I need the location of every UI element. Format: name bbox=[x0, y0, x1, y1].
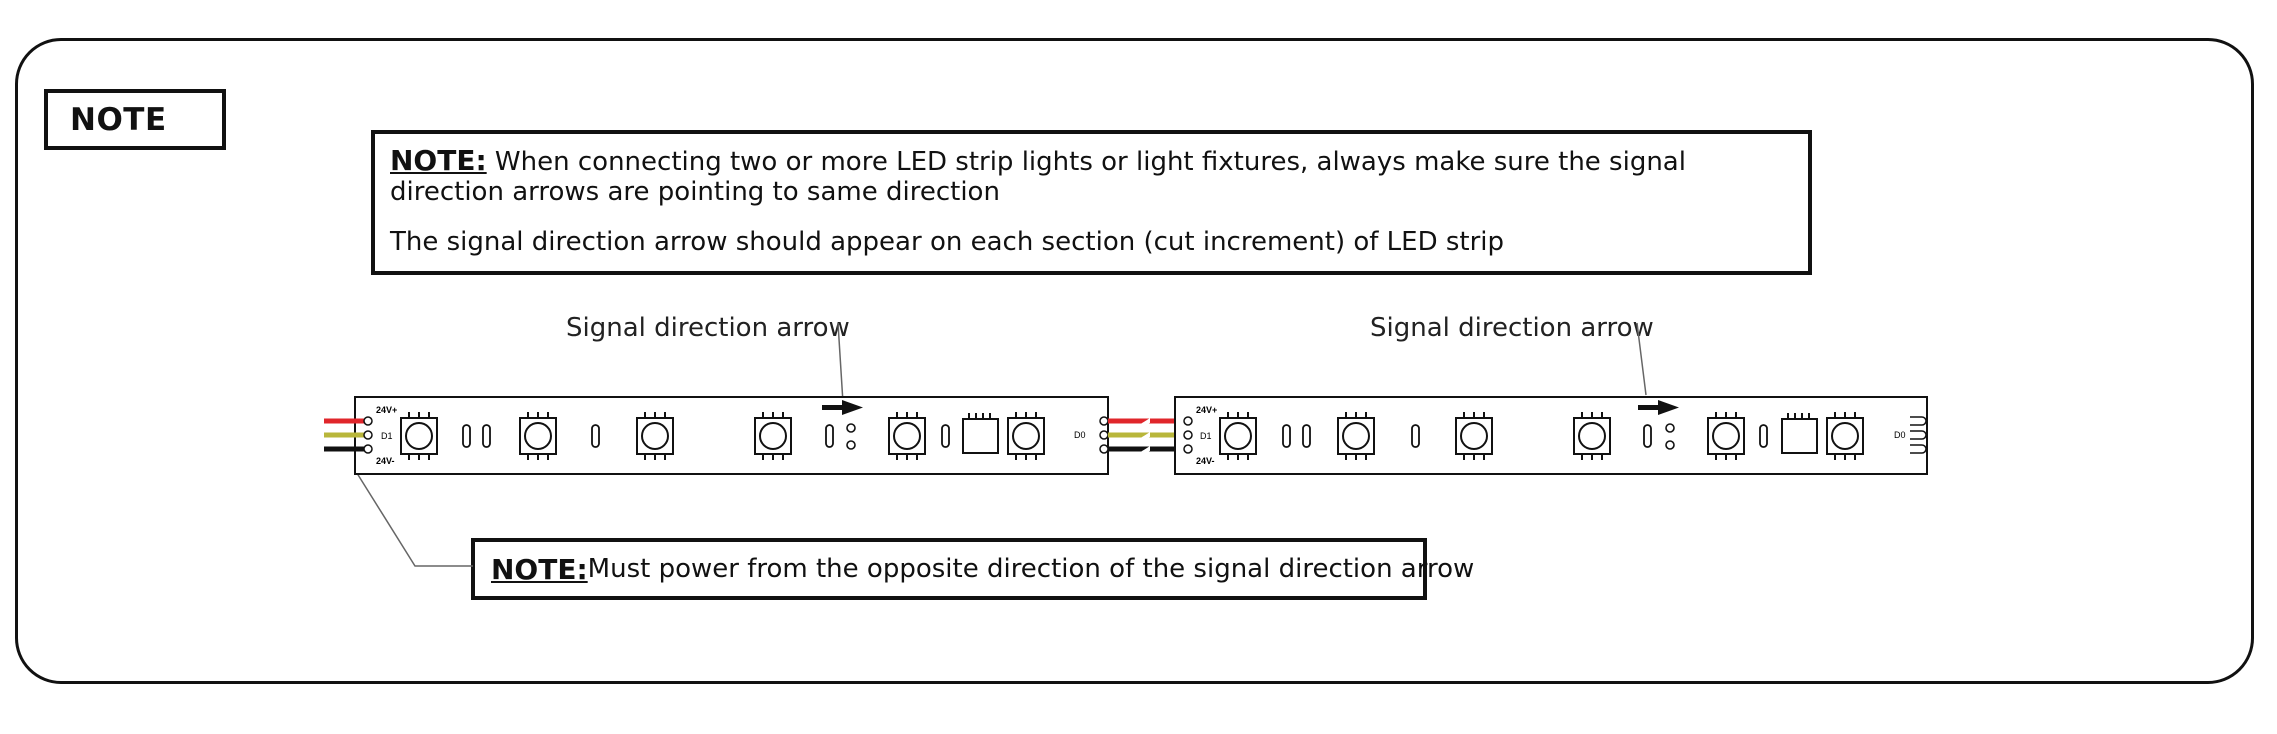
note-main-label: NOTE: bbox=[390, 144, 487, 177]
strip-1-signal-arrow-icon bbox=[822, 400, 863, 415]
resistor-icon bbox=[462, 424, 471, 448]
note-main-line1: NOTE: When connecting two or more LED st… bbox=[390, 144, 1794, 208]
ic-chip-icon bbox=[1781, 413, 1818, 454]
ic-chip-icon bbox=[962, 413, 999, 454]
strip-2-label-data-in: D1 bbox=[1200, 431, 1212, 441]
led-chip-icon bbox=[1219, 412, 1257, 460]
strip-2-label-v-plus: 24V+ bbox=[1196, 405, 1217, 415]
leader-line-arrow-1 bbox=[837, 322, 844, 404]
note-box-main: NOTE: When connecting two or more LED st… bbox=[371, 130, 1812, 275]
resistor-icon bbox=[1643, 424, 1652, 448]
diagram-frame bbox=[15, 38, 2254, 684]
solder-pad-icon bbox=[1665, 423, 1675, 433]
note-power-label: NOTE: bbox=[491, 552, 588, 586]
leader-line-power bbox=[354, 469, 473, 567]
note-box-power: NOTE: Must power from the opposite direc… bbox=[471, 538, 1474, 600]
led-chip-icon bbox=[1573, 412, 1611, 460]
led-chip-icon bbox=[519, 412, 557, 460]
resistor-icon bbox=[825, 424, 834, 448]
led-chip-icon bbox=[1707, 412, 1745, 460]
led-chip-icon bbox=[1455, 412, 1493, 460]
led-chip-icon bbox=[1337, 412, 1375, 460]
solder-pad-icon bbox=[846, 423, 856, 433]
led-chip-icon bbox=[754, 412, 792, 460]
resistor-icon bbox=[1282, 424, 1291, 448]
resistor-icon bbox=[941, 424, 950, 448]
resistor-icon bbox=[1302, 424, 1311, 448]
note-main-text: When connecting two or more LED strip li… bbox=[390, 147, 1686, 207]
led-chip-icon bbox=[400, 412, 438, 460]
note-main-line2: The signal direction arrow should appear… bbox=[390, 227, 1505, 257]
wire-leads-input bbox=[324, 416, 373, 454]
resistor-icon bbox=[1411, 424, 1420, 448]
led-chip-icon bbox=[636, 412, 674, 460]
strip-1-label-data-out: D0 bbox=[1074, 430, 1086, 440]
led-strip-2: 24V+ 24V- D1 bbox=[1174, 396, 1928, 475]
section-tag: NOTE bbox=[44, 89, 226, 150]
strip-2-label-v-minus: 24V- bbox=[1196, 456, 1215, 466]
note-power-text: Must power from the opposite direction o… bbox=[587, 554, 1475, 584]
led-chip-icon bbox=[1007, 412, 1045, 460]
section-tag-text: NOTE bbox=[70, 101, 167, 138]
callout-signal-arrow-2: Signal direction arrow bbox=[1370, 313, 1654, 343]
strip-1-label-v-plus: 24V+ bbox=[376, 405, 397, 415]
solder-pad-icon bbox=[846, 440, 856, 450]
led-chip-icon bbox=[888, 412, 926, 460]
resistor-icon bbox=[591, 424, 600, 448]
led-strip-1: 24V+ 24V- D1 bbox=[354, 396, 1109, 475]
resistor-icon bbox=[482, 424, 491, 448]
solder-pad-icon bbox=[1665, 440, 1675, 450]
callout-signal-arrow-1: Signal direction arrow bbox=[566, 313, 850, 343]
strip-1-label-v-minus: 24V- bbox=[376, 456, 395, 466]
strip-2-label-data-out: D0 bbox=[1894, 430, 1906, 440]
leader-line-arrow-2 bbox=[1636, 322, 1647, 396]
resistor-icon bbox=[1759, 424, 1768, 448]
strip-2-signal-arrow-icon bbox=[1638, 400, 1679, 415]
strip-1-label-data-in: D1 bbox=[381, 431, 393, 441]
led-chip-icon bbox=[1826, 412, 1864, 460]
end-pads-icon bbox=[1910, 416, 1927, 454]
